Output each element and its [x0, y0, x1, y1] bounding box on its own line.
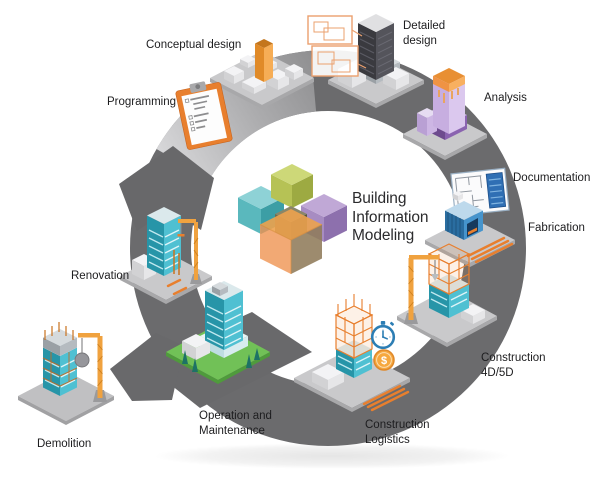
completed-building-lawn-icon — [166, 281, 270, 384]
label-renovation: Renovation — [71, 270, 130, 282]
label-detailed-design: Detailed design — [403, 20, 446, 48]
wrecking-ball-icon — [74, 352, 90, 368]
bim-cubes-icon — [238, 164, 347, 274]
crane-construction-icon — [397, 243, 497, 347]
wireframe-tower-floorplans-icon — [307, 14, 424, 108]
tower-crane-icon — [404, 255, 439, 324]
checklist-lines — [184, 94, 210, 132]
label-construction-logistics: Construction Logistics — [365, 419, 430, 447]
svg-text:$: $ — [381, 355, 387, 367]
clipboard-checklist-icon — [175, 81, 233, 150]
label-programming: Programming — [107, 96, 177, 108]
label-demolition: Demolition — [37, 438, 92, 450]
floorplan-sketch-icon — [307, 15, 367, 77]
city-massing-model-icon — [210, 39, 314, 109]
center-title: Building Information Modeling — [352, 190, 429, 245]
label-fabrication: Fabrication — [528, 222, 585, 234]
label-construction-4d-5d: Construction 4D/5D — [481, 352, 546, 380]
fabrication-container-icon — [425, 191, 515, 267]
label-documentation: Documentation — [513, 172, 591, 184]
stopwatch-icon — [370, 321, 396, 350]
label-conceptual-design: Conceptual design — [146, 39, 242, 51]
analysis-building-icon — [403, 68, 487, 160]
dollar-coin-icon: $ — [373, 349, 395, 371]
building-crane-renovation-icon — [120, 207, 212, 304]
label-analysis: Analysis — [484, 92, 527, 104]
wrecking-ball-building-icon — [18, 322, 114, 425]
tree-icons — [182, 348, 260, 372]
ground-shadow — [154, 443, 510, 469]
demolition-branch-arrow-icon — [110, 333, 184, 401]
tower-crane-icon — [177, 219, 202, 284]
cycle-arrow-icon — [119, 146, 214, 231]
wrecking-crane-icon — [74, 333, 107, 402]
label-operation-maintenance: Operation and Maintenance — [199, 410, 272, 438]
